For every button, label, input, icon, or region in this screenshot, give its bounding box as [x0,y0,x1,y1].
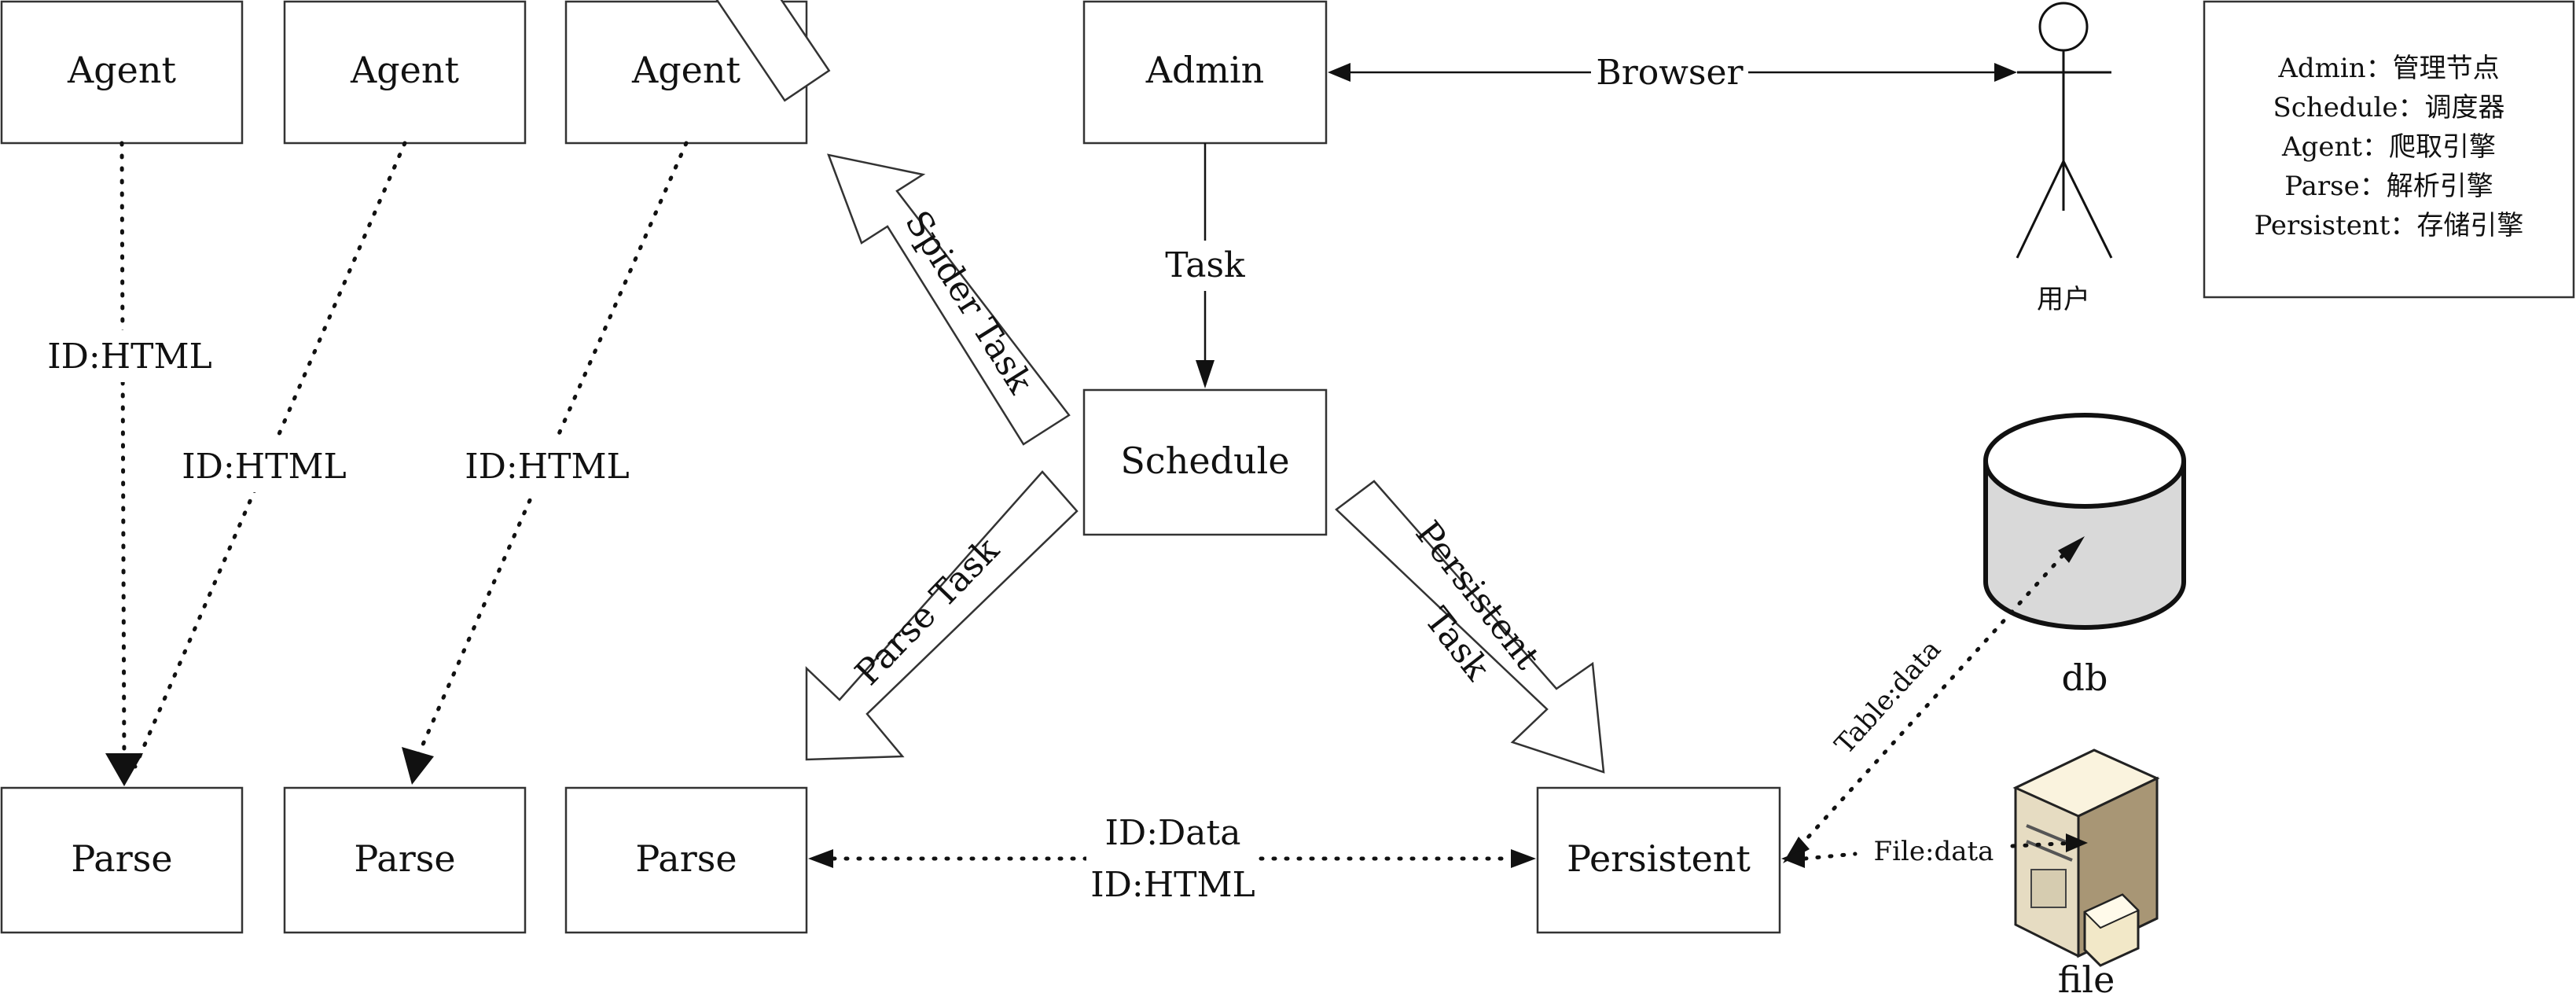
label-bg [182,440,340,492]
spider-task-arrow [625,0,831,102]
persistent-file-connector: File:data [1781,833,2088,868]
persistent-label: Persistent [1567,837,1751,880]
parse-label-1: Parse [71,837,172,880]
legend-box: Admin：管理节点 Schedule：调度器 Agent：爬取引擎 Parse… [2203,0,2575,299]
legend-item-3: Agent：爬取引擎 [2281,131,2496,163]
agent1-to-parse1-connector [105,141,143,786]
file-server-icon [2012,749,2160,967]
agent-label-1: Agent [67,49,177,91]
admin-node: Admin [1082,0,1328,145]
persistent-node: Persistent [1536,786,1781,934]
legend-item-4: Parse：解析引擎 [2284,171,2493,202]
schedule-node: Schedule [1082,388,1328,536]
label-bg [50,330,208,382]
parse-persistent-connector: ID:Data ID:HTML [808,807,1536,909]
edge-label-table-data: Table:data [1829,634,1948,760]
edge-label-agent2-html: ID:HTML [182,447,346,487]
edge-label-browser: Browser [1596,53,1744,93]
agent-label-2: Agent [350,49,460,91]
admin-label: Admin [1145,49,1265,91]
user-label: 用户 [2037,284,2090,315]
file-label: file [2058,958,2115,1001]
schedule-label: Schedule [1120,440,1289,482]
edge-label-agent3-html: ID:HTML [465,447,629,487]
admin-browser-connector: Browser [1328,49,2017,96]
edge-label-spider-task: Spider Task [897,204,1041,400]
agent-label-3: Agent [631,49,741,91]
edge-label-task: Task [1165,245,1245,285]
edge-label-id-data: ID:Data [1105,813,1241,853]
parse-node-3: Parse [564,786,808,934]
agent-node-2: Agent [283,0,527,145]
legend-item-2: Schedule：调度器 [2273,92,2504,123]
parse-task-block: Parse Task [805,470,1079,761]
persistent-task-block: Persistent Task [1335,480,1605,774]
label-bg [465,440,623,492]
agent3-to-parse2-connector [402,141,689,785]
agent-node-1: Agent [0,0,244,145]
edge-label-agent1-html: ID:HTML [47,337,211,377]
edge-label-file-data: File:data [1874,836,1994,867]
legend-item-5: Persistent：存储引擎 [2254,210,2524,241]
db-label: db [2062,657,2108,699]
parse-label-2: Parse [354,837,455,880]
database-icon [1983,413,2186,630]
parse-label-3: Parse [635,837,737,880]
parse-node-2: Parse [283,786,527,934]
parse-node-1: Parse [0,786,244,934]
legend-item-1: Admin：管理节点 [2277,53,2499,84]
admin-schedule-connector: Task [1149,143,1261,388]
spider-task-block: Spider Task [827,153,1071,446]
user-icon [2016,2,2113,259]
edge-label-parse-task: Parse Task [847,530,1007,693]
edge-label-id-html: ID:HTML [1090,865,1255,905]
